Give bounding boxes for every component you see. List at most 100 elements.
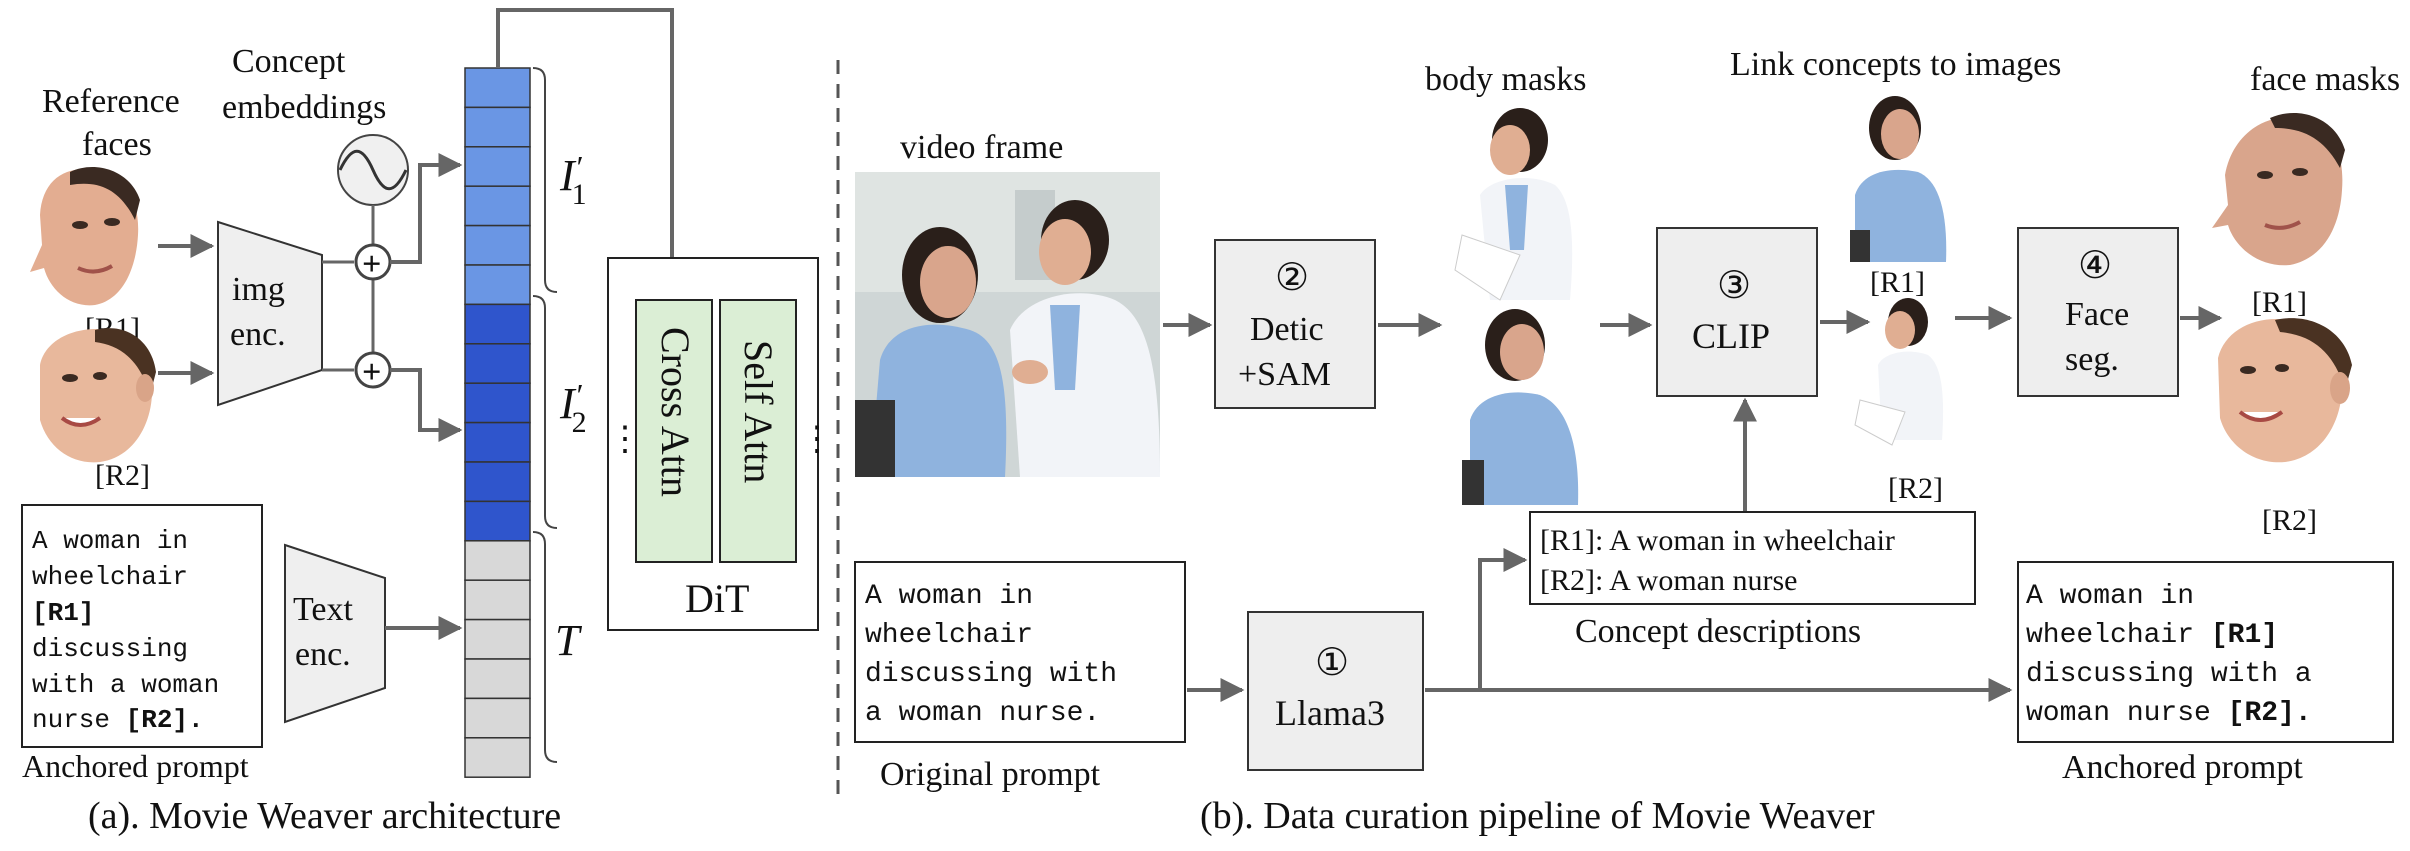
token-i1-cell <box>464 106 531 148</box>
anchored-right-line-2-tag: [R1] <box>2211 620 2278 651</box>
anchored-left-line-6: nurse [R2]. <box>32 705 204 735</box>
step4-number: ④ <box>2078 245 2112 287</box>
anchored-right-line-2-text: wheelchair <box>2026 620 2211 651</box>
dit-label: DiT <box>685 576 749 621</box>
step2-line1: Detic <box>1250 311 1324 348</box>
i2-main: I <box>559 379 577 428</box>
original-line-1: A woman in <box>865 581 1033 612</box>
anchored-left-line-1: A woman in <box>32 526 188 556</box>
i2-prime: ′ <box>575 377 583 413</box>
step3-clip: ③ CLIP <box>1656 227 1818 397</box>
anchored-right-line-3-text: discussing with a <box>2026 659 2312 690</box>
dit-ellipsis-left: ⋮ <box>608 421 642 458</box>
step4-line1: Face <box>2065 296 2129 333</box>
anchored-prompt-box-right: A woman in wheelchair [R1] discussing wi… <box>2017 561 2394 743</box>
image-encoder: img enc. <box>217 220 323 407</box>
anchored-left-line-3: [R1] <box>32 598 94 628</box>
self-attn-block <box>719 299 797 563</box>
token-i1-cell <box>464 264 531 306</box>
original-line-4: a woman nurse. <box>865 698 1100 729</box>
anchored-left-line-5: with a woman <box>32 670 219 700</box>
step4-line2: seg. <box>2065 341 2119 378</box>
token-i2-cell <box>464 461 531 503</box>
token-i2-cell <box>464 382 531 424</box>
panel-b-pipeline: video frame ② Detic +SAM bod <box>854 46 2400 837</box>
i1-prime: ′ <box>575 149 583 185</box>
concept-descriptions-box: [R1]: A woman in wheelchair [R2]: A woma… <box>1529 511 1976 605</box>
token-t-cell <box>464 737 531 778</box>
step3-line1: CLIP <box>1692 316 1770 356</box>
step1-line1: Llama3 <box>1275 693 1385 733</box>
caption-a: (a). Movie Weaver architecture <box>88 795 561 837</box>
add-node-2: + <box>354 351 392 391</box>
token-i2-cell <box>464 421 531 463</box>
concept-embeddings-label-line2: embeddings <box>222 89 386 126</box>
anchored-right-line-1: A woman in <box>2026 581 2194 612</box>
text-enc-label-line1: Text <box>293 591 353 628</box>
concept-embedding-icon <box>337 134 409 206</box>
step3-number: ③ <box>1717 265 1751 307</box>
face-mask-r1 <box>2212 113 2345 266</box>
concept-desc-line-2: [R2]: A woman nurse <box>1540 564 1797 597</box>
face-mask-r2 <box>2218 318 2352 463</box>
anchored-right-line-4: woman nurse [R2]. <box>2026 698 2312 729</box>
anchored-right-line-4-text: woman nurse <box>2026 698 2228 729</box>
concept-embeddings-label-line1: Concept <box>232 43 346 80</box>
body-masks-label: body masks <box>1425 61 1587 98</box>
video-frame-image <box>855 172 1160 477</box>
token-i2-cell <box>464 500 531 542</box>
anchored-prompt-caption-left: Anchored prompt <box>22 748 249 784</box>
step2-number: ② <box>1275 257 1309 299</box>
original-prompt-box: A woman in wheelchair discussing with a … <box>854 561 1186 743</box>
panel-a-architecture: Reference faces Concept embeddings [R1] … <box>21 8 834 837</box>
link-concepts-label: Link concepts to images <box>1730 46 2061 83</box>
token-i1-cell <box>464 185 531 227</box>
anchored-prompt-box-left: A woman in wheelchair [R1] discussing wi… <box>21 504 263 748</box>
token-label-i2: I′2 <box>559 377 587 439</box>
dit-block: Cross Attn Self Attn ⋮ ⋮ DiT <box>607 257 834 631</box>
anchored-right-line-4-tag: [R2]. <box>2228 698 2312 729</box>
original-line-2: wheelchair <box>865 620 1033 651</box>
img-enc-label-line1: img <box>232 271 285 308</box>
token-t-cell <box>464 697 531 739</box>
cross-attn-label: Cross Attn <box>653 327 698 497</box>
concept-desc-caption: Concept descriptions <box>1575 613 1861 650</box>
i1-sub: 1 <box>572 178 587 211</box>
caption-b: (b). Data curation pipeline of Movie Wea… <box>1200 795 1875 837</box>
face-mask-tag-r1: [R1] <box>2252 286 2307 319</box>
anchored-right-line-1-text: A woman in <box>2026 581 2194 612</box>
anchored-left-line-4: discussing <box>32 634 188 664</box>
face-mask-tag-r2: [R2] <box>2262 504 2317 537</box>
concept-desc-line-1: [R1]: A woman in wheelchair <box>1540 524 1895 557</box>
body-mask-nurse <box>1454 108 1573 301</box>
linked-tag-r2: [R2] <box>1888 472 1943 505</box>
step1-llama3: ① Llama3 <box>1247 611 1424 771</box>
reference-face-r1 <box>30 167 140 306</box>
step2-detic-sam: ② Detic +SAM <box>1214 239 1376 409</box>
reference-faces-label-line2: faces <box>82 126 152 163</box>
linked-tag-r1: [R1] <box>1870 266 1925 299</box>
reference-face-r2 <box>40 328 156 463</box>
step2-line2: +SAM <box>1238 356 1331 393</box>
step1-number: ① <box>1315 642 1349 684</box>
anchored-left-line-6-text: nurse <box>32 705 126 735</box>
plus-symbol-1: + <box>362 246 381 283</box>
linked-image-r2 <box>1854 298 1944 446</box>
anchored-right-line-3: discussing with a <box>2026 659 2312 690</box>
face-tag-r2: [R2] <box>95 459 150 492</box>
anchored-right-line-2: wheelchair [R1] <box>2026 620 2278 651</box>
i2-sub: 2 <box>572 406 587 439</box>
token-i1-cell <box>464 224 531 266</box>
token-i2-cell <box>464 343 531 384</box>
add-node-1: + <box>354 243 392 283</box>
self-attn-label: Self Attn <box>736 340 781 483</box>
token-t-cell <box>464 658 531 700</box>
original-prompt-caption: Original prompt <box>880 756 1101 793</box>
original-line-3: discussing with <box>865 659 1117 690</box>
img-enc-label-line2: enc. <box>230 316 286 353</box>
face-masks-label: face masks <box>2250 61 2400 98</box>
anchored-prompt-caption-right: Anchored prompt <box>2062 749 2303 786</box>
dit-ellipsis-right: ⋮ <box>800 421 834 458</box>
anchored-left-line-6-tag: [R2]. <box>126 705 204 735</box>
cross-attn-block <box>635 299 713 563</box>
